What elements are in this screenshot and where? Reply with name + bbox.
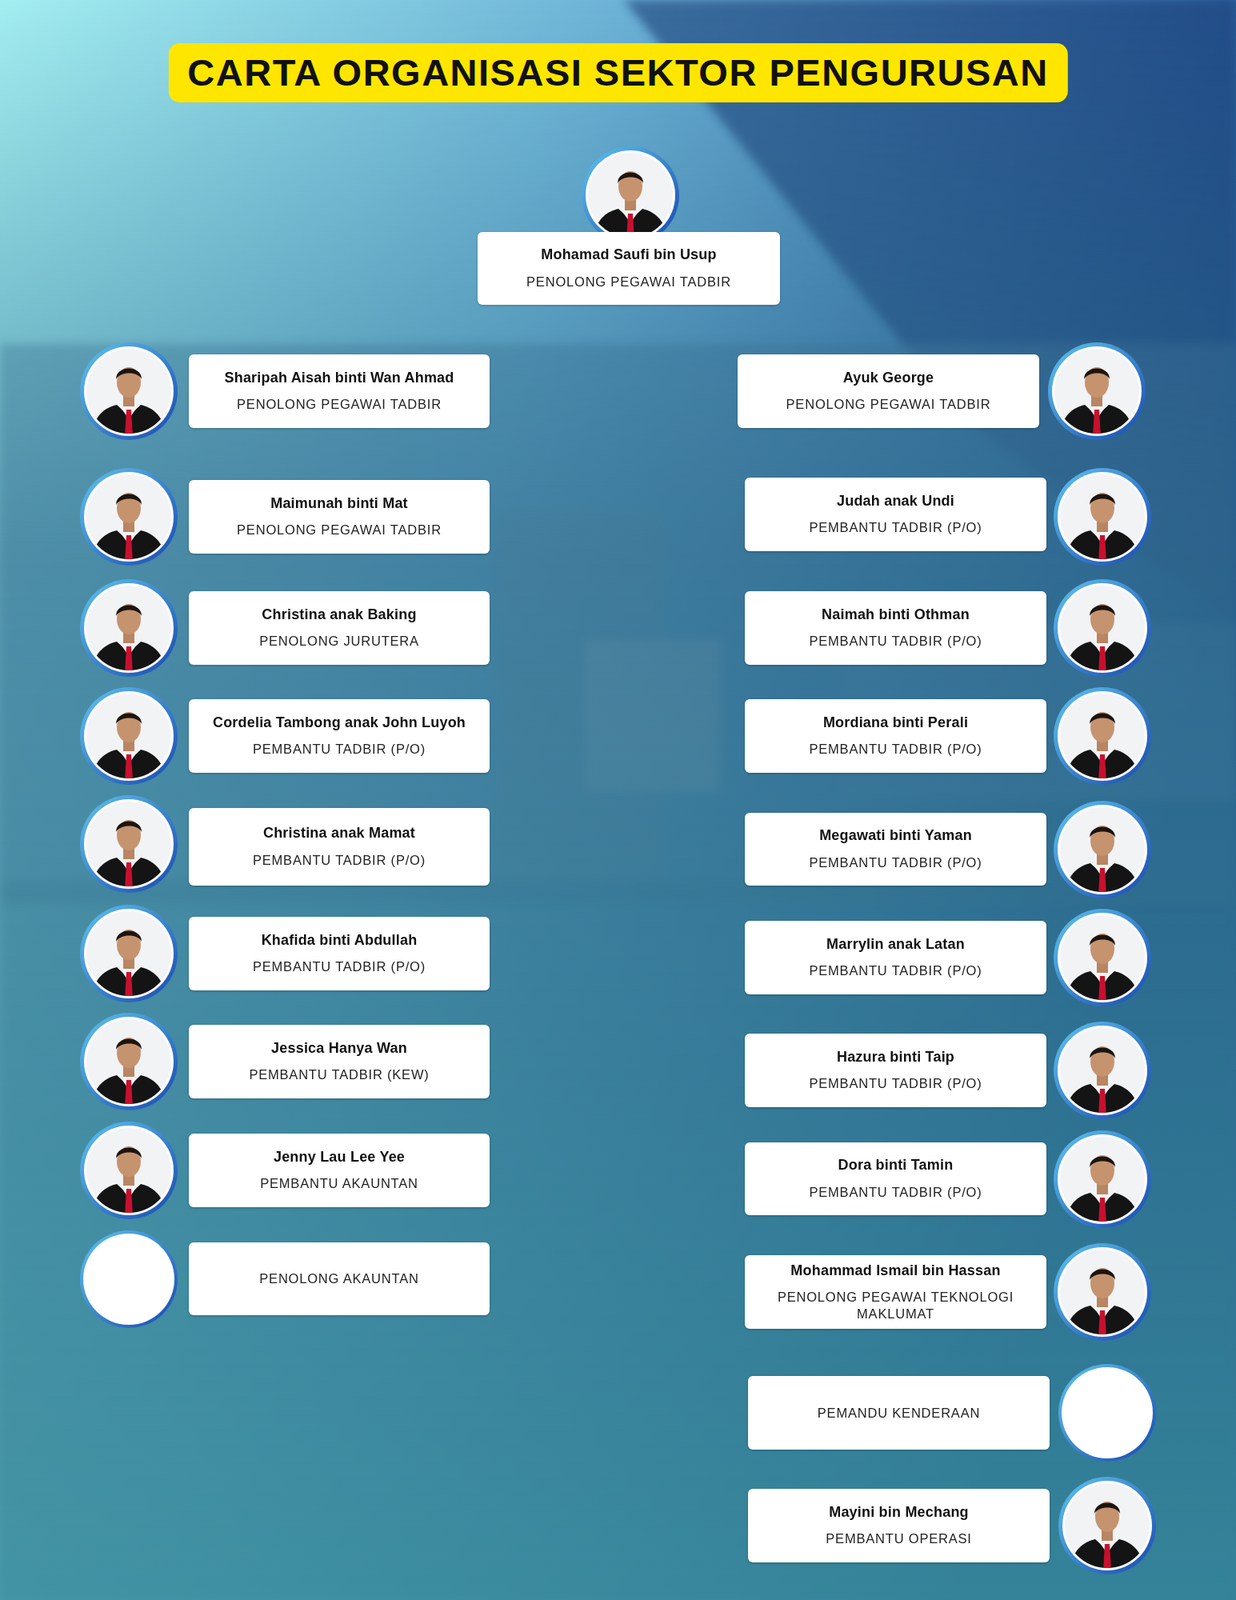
- staff-card: PENOLONG AKAUNTAN: [188, 1242, 490, 1316]
- staff-name: Mayini bin Mechang: [828, 1504, 969, 1522]
- staff-card: Cordelia Tambong anak John LuyohPEMBANTU…: [188, 699, 490, 773]
- staff-position: PEMBANTU TADBIR (P/O): [252, 852, 426, 869]
- staff-card: Sharipah Aisah binti Wan AhmadPENOLONG P…: [188, 354, 490, 428]
- staff-position: PEMBANTU TADBIR (P/O): [252, 958, 426, 976]
- staff-name: Jenny Lau Lee Yee: [273, 1148, 405, 1167]
- staff-name: Hazura binti Taip: [836, 1048, 955, 1067]
- staff-card: Khafida binti AbdullahPEMBANTU TADBIR (P…: [188, 916, 490, 991]
- staff-position: PEMBANTU TADBIR (P/O): [808, 854, 982, 872]
- staff-position: PEMBANTU OPERASI: [825, 1530, 972, 1548]
- staff-position: PEMBANTU TADBIR (P/O): [808, 1184, 982, 1201]
- staff-card: Maimunah binti MatPENOLONG PEGAWAI TADBI…: [188, 480, 490, 554]
- staff-name: Megawati binti Yaman: [819, 827, 972, 845]
- staff-card: Mohammad Ismail bin HassanPENOLONG PEGAW…: [744, 1255, 1047, 1329]
- staff-card: Dora binti TaminPEMBANTU TADBIR (P/O): [744, 1142, 1047, 1216]
- staff-card: Marrylin anak LatanPEMBANTU TADBIR (P/O): [744, 920, 1047, 995]
- staff-name: Maimunah binti Mat: [270, 495, 408, 513]
- staff-name: Cordelia Tambong anak John Luyoh: [212, 714, 466, 732]
- staff-name: Judah anak Undi: [836, 492, 955, 511]
- staff-name: Christina anak Mamat: [263, 824, 416, 843]
- staff-name: Jessica Hanya Wan: [271, 1040, 408, 1058]
- staff-position: PENOLONG PEGAWAI TADBIR: [236, 396, 442, 413]
- staff-card: Mayini bin MechangPEMBANTU OPERASI: [748, 1488, 1050, 1563]
- staff-position: PENOLONG PEGAWAI TEKNOLOGI MAKLUMAT: [756, 1288, 1036, 1322]
- staff-position: PEMBANTU TADBIR (P/O): [808, 632, 982, 650]
- staff-position: PENOLONG JURUTERA: [259, 632, 420, 650]
- staff-name: Mordiana binti Perali: [823, 714, 968, 732]
- chart-title: CARTA ORGANISASI SEKTOR PENGURUSAN: [168, 43, 1068, 103]
- staff-name: Ayuk George: [843, 369, 935, 388]
- staff-name: Mohammad Ismail bin Hassan: [790, 1262, 1000, 1280]
- staff-name: Marrylin anak Latan: [826, 936, 965, 954]
- staff-position: PEMBANTU TADBIR (P/O): [808, 962, 982, 980]
- staff-card: Megawati binti YamanPEMBANTU TADBIR (P/O…: [744, 812, 1047, 886]
- staff-name: Mohamad Saufi bin Usup: [540, 246, 716, 264]
- staff-card: Christina anak BakingPENOLONG JURUTERA: [188, 591, 490, 665]
- staff-card: Hazura binti TaipPEMBANTU TADBIR (P/O): [744, 1033, 1047, 1108]
- staff-position: PEMBANTU TADBIR (P/O): [808, 740, 982, 758]
- staff-card: Ayuk GeorgePENOLONG PEGAWAI TADBIR: [737, 354, 1040, 428]
- staff-card: Jenny Lau Lee YeePEMBANTU AKAUNTAN: [188, 1133, 490, 1208]
- staff-position: PENOLONG PEGAWAI TADBIR: [786, 396, 992, 413]
- staff-position: PENOLONG PEGAWAI TADBIR: [526, 273, 732, 291]
- staff-card: Mordiana binti PeraliPEMBANTU TADBIR (P/…: [744, 699, 1047, 773]
- staff-position: PENOLONG PEGAWAI TADBIR: [236, 521, 442, 539]
- staff-position: PEMBANTU TADBIR (P/O): [252, 740, 426, 758]
- staff-name: Sharipah Aisah binti Wan Ahmad: [224, 369, 454, 388]
- staff-card: Jessica Hanya WanPEMBANTU TADBIR (KEW): [188, 1024, 490, 1099]
- staff-card: Naimah binti OthmanPEMBANTU TADBIR (P/O): [744, 591, 1047, 665]
- staff-name: Khafida binti Abdullah: [261, 932, 418, 950]
- staff-position: PEMBANTU TADBIR (P/O): [808, 1075, 982, 1092]
- staff-name: Dora binti Tamin: [838, 1156, 954, 1175]
- staff-position: PEMBANTU AKAUNTAN: [260, 1175, 419, 1192]
- staff-position: PEMBANTU TADBIR (P/O): [808, 519, 982, 536]
- staff-card: Mohamad Saufi bin UsupPENOLONG PEGAWAI T…: [477, 232, 780, 305]
- staff-card: Christina anak MamatPEMBANTU TADBIR (P/O…: [188, 808, 490, 886]
- staff-card: PEMANDU KENDERAAN: [748, 1376, 1050, 1450]
- staff-name: Naimah binti Othman: [821, 606, 970, 624]
- staff-card: Judah anak UndiPEMBANTU TADBIR (P/O): [744, 477, 1047, 552]
- staff-position: PENOLONG AKAUNTAN: [259, 1270, 419, 1288]
- staff-position: PEMBANTU TADBIR (KEW): [248, 1066, 429, 1084]
- staff-position: PEMANDU KENDERAAN: [817, 1404, 980, 1422]
- staff-name: Christina anak Baking: [261, 606, 416, 624]
